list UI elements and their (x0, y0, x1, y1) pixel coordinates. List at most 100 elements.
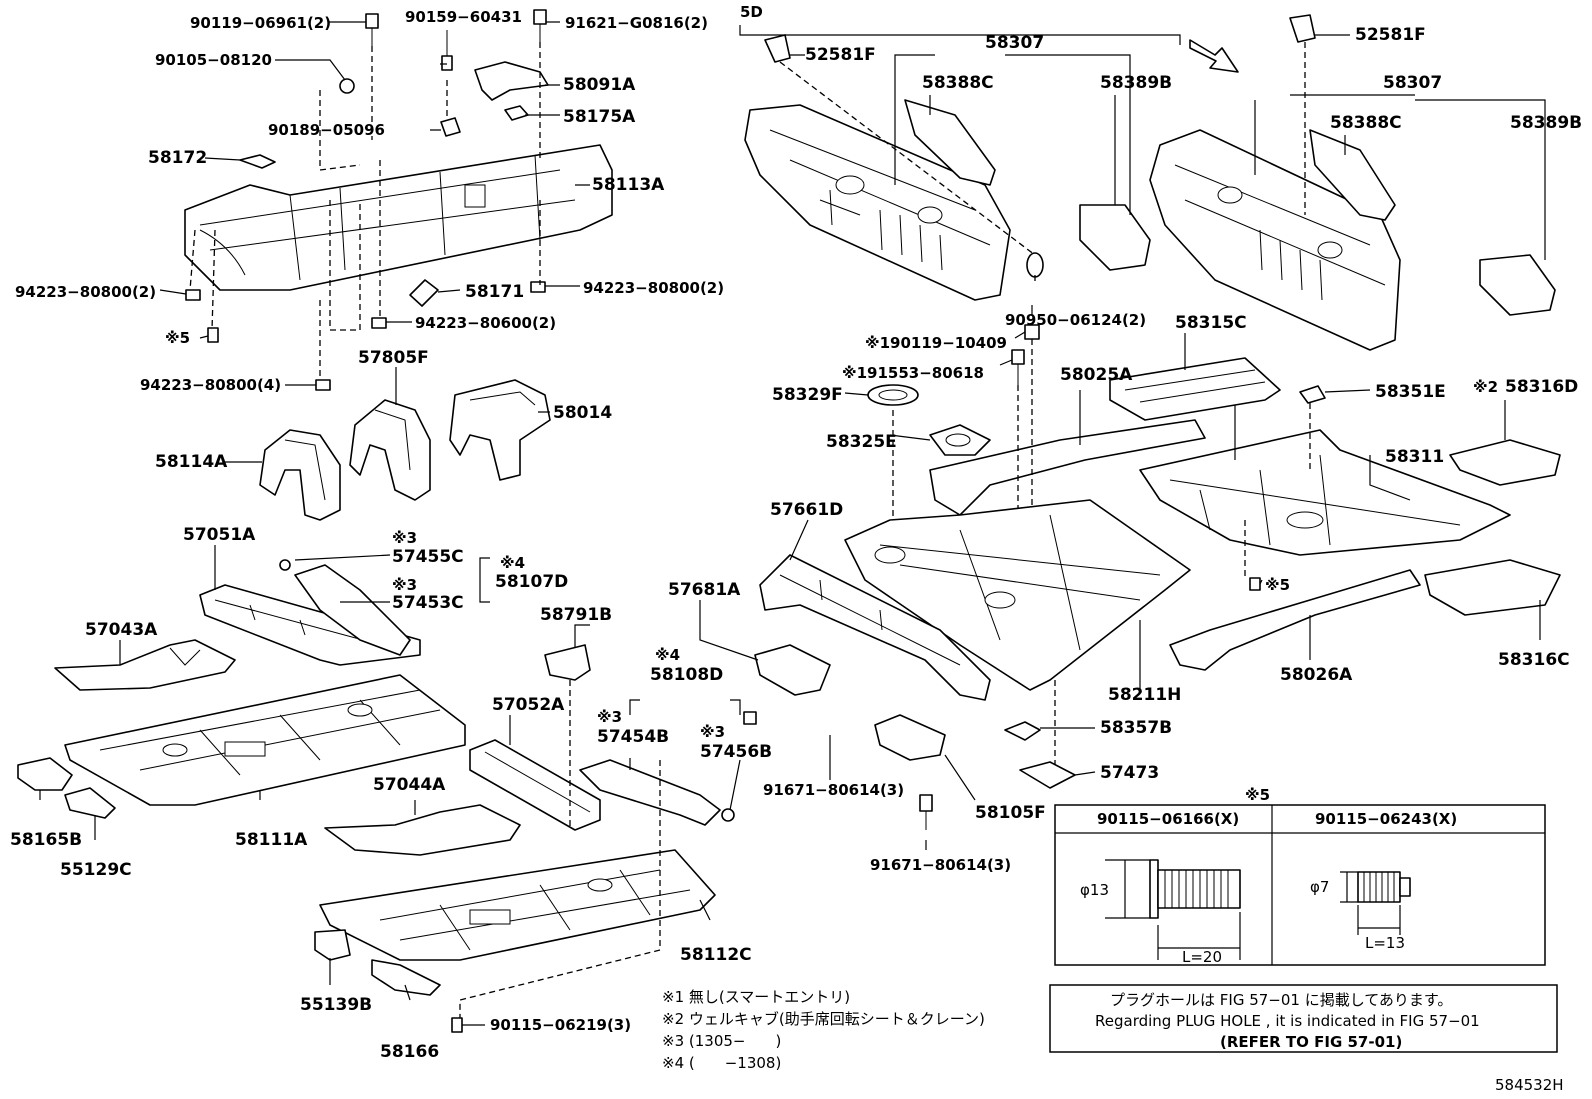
member-58025a-drawing (929, 419, 1206, 516)
plug-90950-06124-drawing (1026, 252, 1044, 278)
label-57805f: 57805F (358, 348, 429, 368)
label-58111a: 58111A (235, 830, 308, 850)
member-58108d-drawing (579, 759, 735, 826)
member-58107d-drawing (279, 559, 411, 656)
leader-lines (39, 21, 1546, 1026)
label-mark3-c: ※3 (597, 708, 622, 726)
bolt-table-col2-header: 90115−06243(X) (1315, 810, 1457, 828)
bracket-58105f-drawing (874, 714, 946, 761)
floor-pan-58111a-drawing (64, 674, 466, 806)
label-58388c-right: 58388C (1330, 113, 1402, 133)
clip-58175a-drawing (504, 105, 529, 121)
plate-58357b-drawing (1004, 721, 1041, 741)
label-90119-10409: ※190119−10409 (865, 334, 1007, 352)
clip-58351e-drawing (1299, 385, 1326, 404)
label-90950-06124: 90950−06124(2) (1005, 311, 1146, 329)
label-58026a: 58026A (1280, 665, 1353, 685)
label-90119-06961: 90119−06961(2) (190, 14, 331, 32)
label-58357b: 58357B (1100, 718, 1172, 738)
bolt-small-length: L=13 (1365, 934, 1405, 952)
info-line-3: (REFER TO FIG 57-01) (1220, 1033, 1402, 1051)
label-58316d: 58316D (1505, 377, 1578, 397)
bolt-small-diameter: φ7 (1310, 878, 1329, 896)
reinforcement-58388c-right-drawing (1309, 129, 1396, 221)
bracket-55139b-drawing (314, 929, 351, 961)
panel-58315c-drawing (1109, 357, 1281, 421)
bolt-table-col1-header: 90115−06166(X) (1097, 810, 1239, 828)
label-58014: 58014 (553, 403, 612, 423)
rear-panel-58307-left-drawing (744, 104, 1011, 301)
bracket-58166-drawing (371, 959, 441, 996)
label-58311: 58311 (1385, 447, 1444, 467)
label-mark4-b: ※4 (655, 646, 680, 664)
footnote-2: ※2 ウェルキャブ(助手席回転シート＆クレーン) (662, 1010, 985, 1028)
label-57456b: 57456B (700, 742, 772, 762)
label-mark4-a: ※4 (500, 554, 525, 572)
label-58165b: 58165B (10, 830, 82, 850)
label-58105f: 58105F (975, 803, 1046, 823)
info-line-1: プラグホールは FIG 57−01 に掲載してあります。 (1110, 991, 1452, 1009)
cover-58329f-drawing (867, 384, 919, 406)
bolt-91671-80614-b-drawing (919, 794, 933, 830)
label-58166: 58166 (380, 1042, 439, 1062)
direction-arrow-icon (1189, 39, 1239, 73)
label-58389b-left: 58389B (1100, 73, 1172, 93)
label-mark3-b: ※3 (392, 576, 417, 594)
label-57043a: 57043A (85, 620, 158, 640)
label-52581f-left: 52581F (805, 45, 876, 65)
label-58325e: 58325E (826, 432, 897, 452)
label-58172: 58172 (148, 148, 207, 168)
cover-58325e-drawing (929, 424, 991, 456)
nuts-94223-drawing (185, 281, 546, 391)
bolt-90115-06219-drawing (451, 1017, 463, 1033)
label-57453c: 57453C (392, 593, 464, 613)
member-57043a-drawing (54, 639, 236, 691)
label-57681a: 57681A (668, 580, 741, 600)
label-58112c: 58112C (680, 945, 752, 965)
cap-52581f-right-drawing (1289, 14, 1316, 43)
label-57051a: 57051A (183, 525, 256, 545)
bolt-mark5-right-drawing (1249, 577, 1261, 591)
member-57051a-drawing (199, 584, 421, 666)
diagram-code: 584532H (1495, 1076, 1564, 1094)
cover-58171-drawing (409, 279, 439, 307)
bracket-57805f-drawing (349, 399, 431, 501)
plug-hole-info-box: プラグホールは FIG 57−01 に掲載してあります。 Regarding P… (1049, 984, 1558, 1053)
bolt-spec-table: ※5 90115−06166(X) 90115−06243(X) φ13 L=2… (1054, 786, 1546, 966)
label-mark3-d: ※3 (700, 723, 725, 741)
bolts-90119-91553-drawing (1011, 324, 1040, 385)
label-58114a: 58114A (155, 452, 228, 472)
member-57052a-drawing (469, 739, 601, 831)
label-58791b: 58791B (540, 605, 612, 625)
plate-57473-drawing (1019, 761, 1076, 789)
clip-90189-05096-drawing (440, 117, 461, 137)
label-58307-left: 58307 (985, 33, 1044, 53)
label-57455c: 57455C (392, 547, 464, 567)
bracket-55129c-drawing (64, 787, 116, 819)
label-58388c-left: 58388C (922, 73, 994, 93)
label-section-5d: 5D (740, 3, 763, 21)
label-94223-80800-right: 94223−80800(2) (583, 279, 724, 297)
label-91671-80614-b: 91671−80614(3) (870, 856, 1011, 874)
reinforcement-58389b-left-drawing (1079, 204, 1151, 271)
bolt-small-icon (1340, 871, 1411, 935)
bracket-58114a-drawing (259, 429, 341, 521)
label-90159-60431: 90159−60431 (405, 8, 522, 26)
label-94223-80800-4: 94223−80800(4) (140, 376, 281, 394)
label-90189-05096: 90189−05096 (268, 121, 385, 139)
label-94223-80800-left: 94223−80800(2) (15, 283, 156, 301)
label-mark5-left: ※5 (165, 329, 190, 347)
bolt-91671-80614-a-drawing (743, 711, 757, 725)
label-90115-06219: 90115−06219(3) (490, 1016, 631, 1034)
labels: 90119−06961(2) 90159−60431 91621−G0816(2… (10, 3, 1582, 1062)
label-57044a: 57044A (373, 775, 446, 795)
bracket-58172-drawing (239, 154, 276, 169)
pan-58311-drawing (1139, 429, 1511, 556)
rear-panel-58307-right-drawing (1149, 129, 1401, 351)
bracket-58014-drawing (449, 379, 551, 481)
label-58315c: 58315C (1175, 313, 1247, 333)
label-55129c: 55129C (60, 860, 132, 880)
reinforcement-58389b-right-drawing (1479, 254, 1556, 316)
label-mark3-a: ※3 (392, 529, 417, 547)
bracket-58091a-drawing (474, 61, 549, 101)
